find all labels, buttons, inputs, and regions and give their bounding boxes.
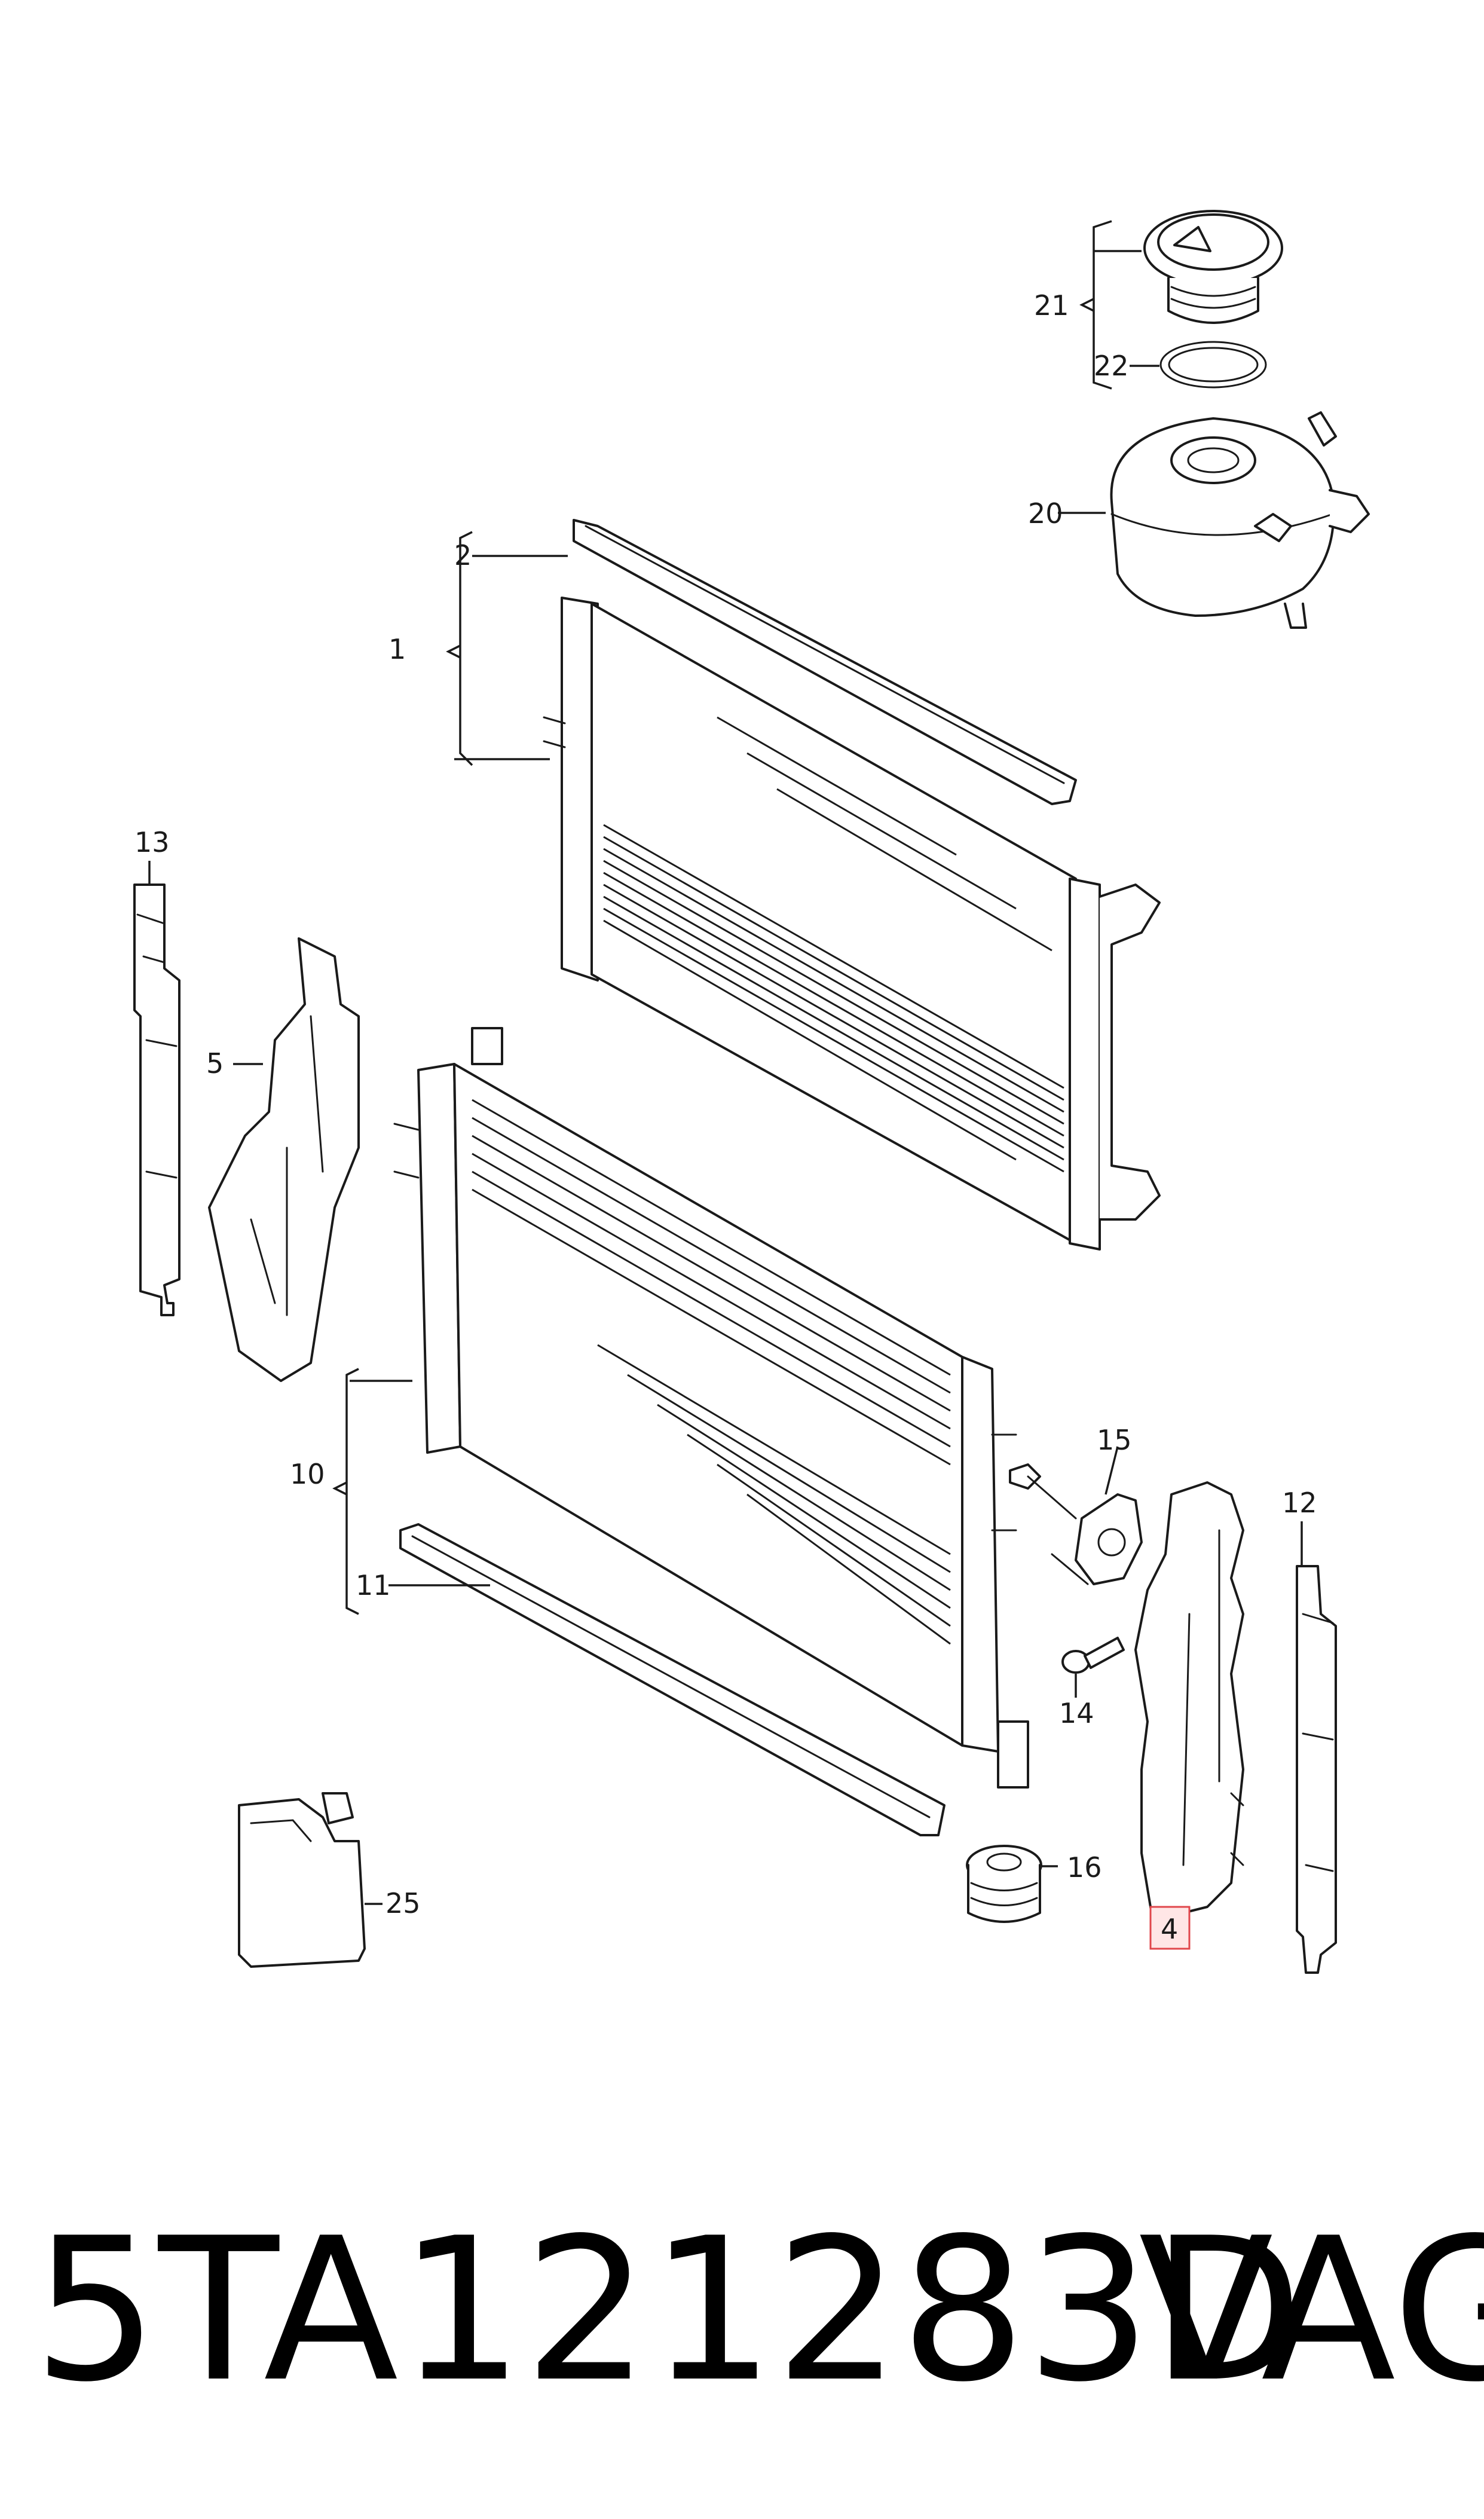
callout-2[interactable]: 2: [454, 539, 472, 571]
callout-10[interactable]: 10: [290, 1458, 325, 1490]
callout-25[interactable]: 25: [385, 1887, 421, 1919]
callout-14[interactable]: 14: [1059, 1697, 1094, 1729]
callout-labels: 1 2 4 5 10 11 12 13 14 15 16 20 21 22 25: [134, 289, 1317, 1945]
callout-13[interactable]: 13: [134, 826, 170, 858]
part-air-guide-right[interactable]: [1134, 1481, 1244, 1932]
radiator-core-fins: [603, 716, 1064, 1173]
part-number-label: 5TA121283D: [33, 2196, 1304, 2425]
callout-15[interactable]: 15: [1097, 1424, 1132, 1456]
callout-20[interactable]: 20: [1028, 497, 1063, 530]
part-air-guide-left[interactable]: [208, 937, 360, 1382]
callout-highlight-box: [1149, 1906, 1191, 1950]
part-o-ring[interactable]: [1159, 341, 1267, 389]
callout-16[interactable]: 16: [1067, 1851, 1102, 1884]
brand-label: VAG: [1139, 2196, 1484, 2425]
callout-5[interactable]: 5: [206, 1047, 224, 1080]
callout-22[interactable]: 22: [1094, 350, 1129, 382]
part-reservoir-cap[interactable]: [1143, 210, 1283, 324]
part-seal-strip-upper[interactable]: [573, 519, 1077, 805]
part-charge-air-cooler[interactable]: [393, 1027, 1029, 1789]
part-coolant-radiator[interactable]: [543, 597, 1161, 1251]
callout-4[interactable]: 4: [1161, 1913, 1178, 1945]
part-seal-strip-lower[interactable]: [399, 1523, 946, 1836]
callout-11[interactable]: 11: [356, 1569, 391, 1601]
callout-1[interactable]: 1: [388, 633, 406, 665]
part-air-guide-strip-right[interactable]: [1296, 1565, 1337, 1974]
part-air-guide-strip-left[interactable]: [133, 884, 180, 1316]
cooler-core-fins: [472, 1099, 951, 1645]
callout-21[interactable]: 21: [1034, 289, 1069, 322]
part-bracket[interactable]: [1009, 1463, 1143, 1585]
callout-12[interactable]: 12: [1282, 1487, 1317, 1519]
part-screw[interactable]: [1061, 1637, 1125, 1674]
leader-lines: [148, 220, 1303, 1931]
part-expansion-tank[interactable]: [1110, 411, 1370, 629]
part-coolant-container[interactable]: [238, 1792, 366, 1968]
part-rubber-mount[interactable]: [966, 1845, 1042, 1923]
